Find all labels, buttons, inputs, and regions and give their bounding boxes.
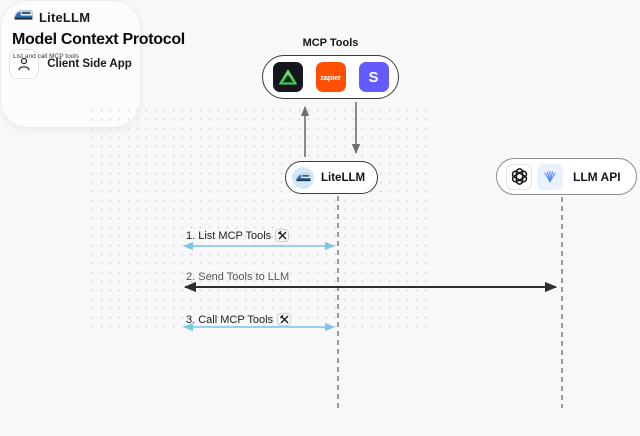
zapier-label: zapier: [320, 72, 341, 82]
hammer-wrench-icon: [275, 229, 290, 242]
page-subtitle: List and call MCP tools: [13, 53, 79, 60]
litellm-train-icon: [292, 166, 314, 189]
flow-step-2-text: 2. Send Tools to LLM: [186, 271, 290, 283]
person-icon: [9, 49, 40, 79]
litellm-node-label: LiteLLM: [321, 171, 366, 184]
page-title: Model Context Protocol: [12, 31, 185, 48]
zapier-icon: zapier: [315, 62, 346, 92]
litellm-train-icon: [14, 8, 33, 27]
flow-step-1: 1. List MCP Tools: [186, 229, 290, 242]
green-triangle-icon: [272, 62, 303, 92]
stripe-icon: S: [358, 62, 389, 92]
mcp-tools-label: MCP Tools: [302, 37, 359, 49]
flow-step-2: 2. Send Tools to LLM: [186, 271, 289, 283]
dot-grid-background: [88, 106, 432, 334]
openai-icon: [506, 163, 532, 190]
client-side-app-label: Client Side App: [47, 58, 132, 70]
flow-step-3-text: 3. Call MCP Tools: [186, 313, 274, 326]
flow-step-1-text: 1. List MCP Tools: [186, 229, 272, 242]
flow-step-3: 3. Call MCP Tools: [186, 313, 292, 326]
brand: LiteLLM: [14, 8, 90, 27]
mcp-tools-box: zapier S: [262, 55, 399, 99]
client-side-app-node: Client Side App: [0, 0, 141, 128]
hammer-wrench-icon: [277, 313, 292, 326]
llm-api-label: LLM API: [573, 169, 621, 184]
stripe-label: S: [368, 68, 379, 86]
litellm-node: LiteLLM: [285, 161, 378, 194]
llm-api-node: LLM API: [496, 158, 637, 195]
brand-name: LiteLLM: [39, 10, 91, 25]
blue-fan-icon: [537, 163, 563, 190]
